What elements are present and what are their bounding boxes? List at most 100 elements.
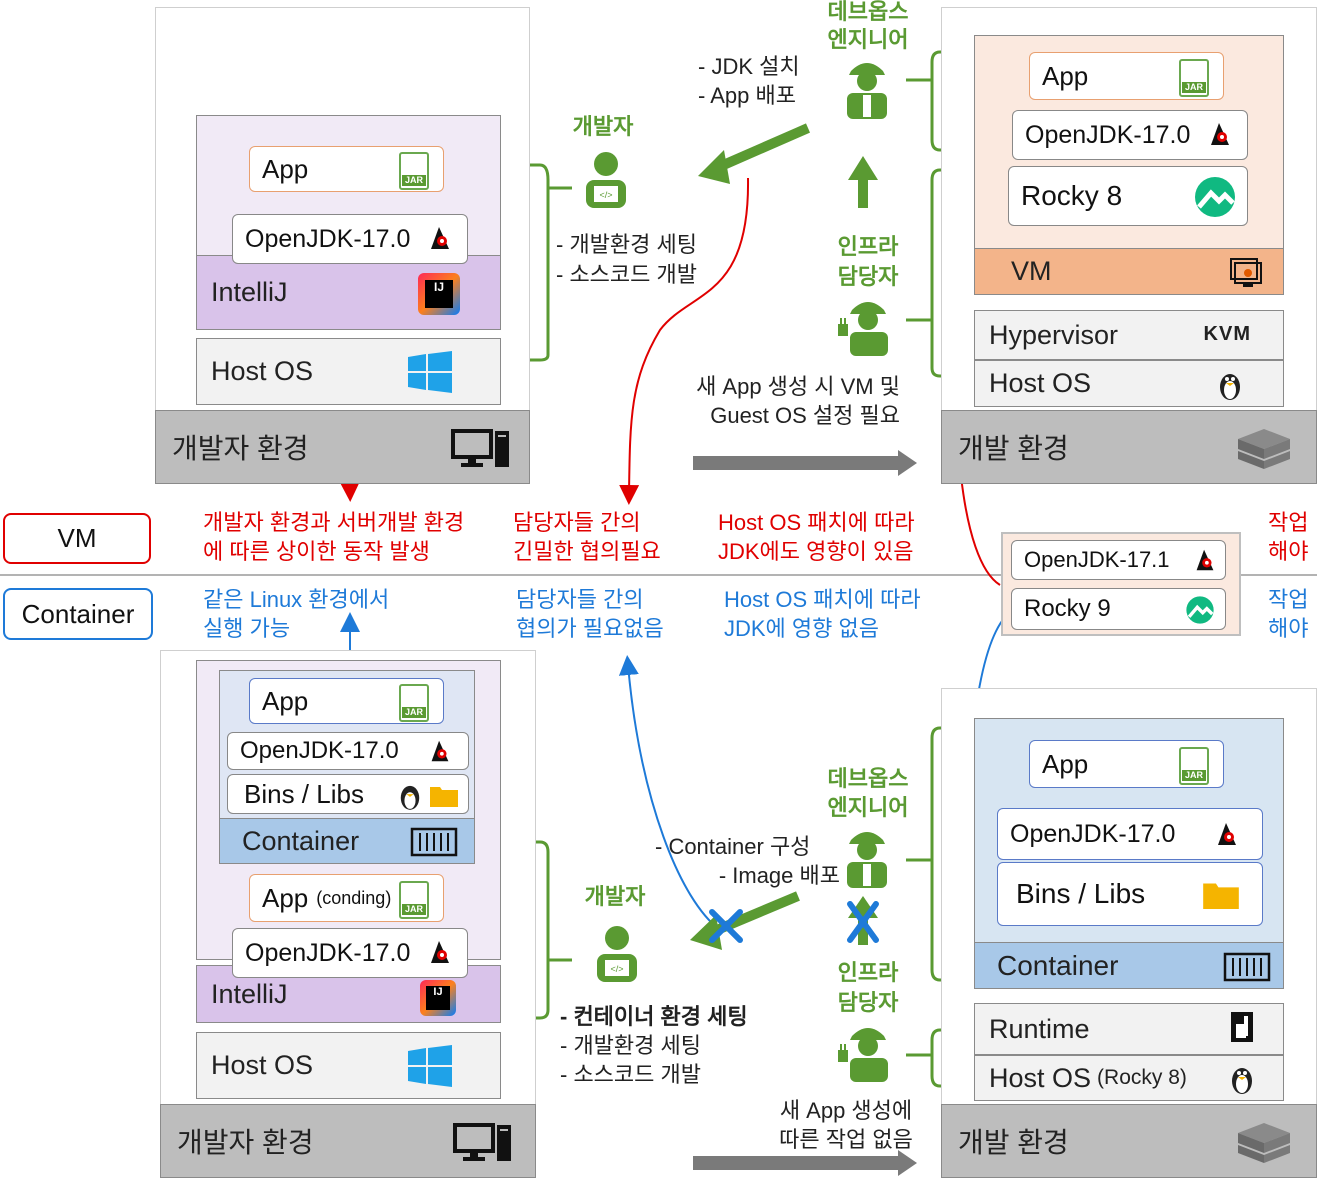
developer-icon: </> [586,152,626,208]
java-duke-icon [431,227,449,249]
server-stack-icon [1238,429,1290,469]
vm-server-env-bar: 개발 환경 [941,410,1317,484]
java-duke-icon [431,740,449,762]
c-server-container: Container [974,942,1284,989]
vm-issue-4-line2: 해야 [1268,539,1309,564]
container-benefit-2-line2: 협의가 필요없음 [516,616,664,641]
container-benefit-3-line1: Host OS 패치에 따라 [724,587,921,612]
vm-issue-1-line2: 에 따른 상이한 동작 발생 [203,539,430,564]
c-dev-libs: Bins / Libs [227,774,469,814]
c-dev-app: App JAR [249,678,444,724]
vm-developer-title: 개발자 [572,114,634,139]
vm-dev-task1: - 개발환경 세팅 [556,232,697,257]
vm-dev-app: App JAR [249,146,444,192]
windows-icon [408,1045,452,1087]
vm-issue-1-line1: 개발자 환경과 서버개발 환경 [203,510,465,535]
vm-note-line1: 새 App 생성 시 VM 및 [696,374,900,399]
engineer-icon [847,63,887,119]
vm-dev-task2: - 소스코드 개발 [556,262,697,287]
rocky-linux-icon [1186,596,1214,624]
c-dev-task1: - 개발환경 세팅 [560,1033,701,1058]
c-infra-title1: 인프라 [837,960,899,985]
c-devops-title1: 데브옵스 [827,766,909,791]
container-benefit-4-line1: 작업 [1268,587,1309,612]
c-server-jdk: OpenJDK-17.0 [997,808,1263,860]
vm-dev-hostos: Host OS [196,338,501,405]
vm-dev-jdk: OpenJDK-17.0 [232,214,468,264]
c-server-app: App JAR [1029,740,1224,788]
c-server-env-bar: 개발 환경 [941,1104,1317,1178]
vm-tag: VM [3,513,151,564]
java-duke-icon [1196,549,1214,571]
vm-devops-task1: - JDK 설치 [698,54,800,79]
c-devops-title2: 엔지니어 [827,795,909,820]
blue-arrow-collab [618,655,721,931]
infra-worker-icon [838,1028,888,1082]
container-benefit-4-line2: 해야 [1268,616,1309,641]
red-arrow-collab [619,177,750,505]
vm-issue-3-line1: Host OS 패치에 따라 [718,510,915,535]
rocky-linux-icon [1195,177,1235,217]
devops-to-dev-arrow [709,123,811,175]
c-note-line2: 따른 작업 없음 [779,1127,913,1152]
dev-bracket [512,163,550,362]
kvm-logo: KVM [1203,323,1251,345]
jar-icon: JAR [1179,747,1209,785]
container-icon [1223,952,1271,982]
c-dev-hostos: Host OS [196,1032,501,1099]
windows-icon [408,351,452,393]
infra-bracket-c [930,1028,965,1088]
containerd-icon [1231,1012,1253,1042]
container-tag: Container [3,588,153,640]
server-stack-icon [1238,1123,1290,1163]
dev-bracket-c [512,840,550,1020]
engineer-icon [847,832,887,888]
vm-dev-intellij: IntelliJ IJ [196,255,501,330]
c-dev-task2: - 소스코드 개발 [560,1062,701,1087]
java-duke-icon [1218,823,1236,845]
vm-dev-env-bar: 개발자 환경 [155,410,530,484]
vm-note-line2: Guest OS 설정 필요 [710,403,900,428]
c-dev-env-bar: 개발자 환경 [160,1104,536,1178]
c-server-hostos: Host OS (Rocky 8) [974,1055,1284,1101]
c-devops-task2: - Image 배포 [718,863,840,888]
vm-hypervisor: Hypervisor KVM [974,310,1284,360]
container-benefit-1-line2: 실행 가능 [203,616,291,641]
blocked-x-2 [847,901,879,943]
svg-text:</>: </> [599,190,612,200]
vm-infra-title1: 인프라 [837,234,899,259]
c-server-runtime: Runtime [974,1003,1284,1055]
infra-worker-icon [838,302,888,356]
c-note-line1: 새 App 생성에 [779,1098,913,1123]
jar-icon: JAR [399,152,429,190]
vm-server-app: App JAR [1029,52,1224,100]
folder-icon [1203,883,1239,909]
linux-tux-icon [1220,374,1240,400]
vm-devops-task2: - App 배포 [698,83,796,108]
intellij-icon: IJ [418,273,460,315]
vm-layer: VM [974,248,1284,295]
c-developer-title: 개발자 [584,884,646,909]
popup-rocky: Rocky 9 [1011,588,1226,630]
vm-icon [1230,258,1262,287]
container-benefit-2-line1: 담당자들 간의 [516,587,644,612]
vm-devops-title2: 엔지니어 [827,27,909,52]
jar-icon: JAR [399,881,429,919]
jar-icon: JAR [1179,59,1209,97]
c-infra-title2: 담당자 [837,990,899,1015]
jar-icon: JAR [399,684,429,722]
container-icon [410,827,458,857]
devops-bracket-c [930,726,965,982]
intellij-icon: IJ [420,980,456,1016]
container-benefit-3-line2: JDK에 영향 없음 [724,616,879,641]
desktop-icon [453,1123,511,1161]
vm-server-rocky: Rocky 8 [1008,166,1248,226]
developer-icon: </> [597,926,637,982]
java-duke-icon [1211,123,1229,145]
popup-jdk: OpenJDK-17.1 [1011,540,1226,580]
vm-server-hostos: Host OS [974,360,1284,407]
java-duke-icon [431,941,449,963]
linux-tux-icon [1232,1068,1252,1094]
vm-devops-title1: 데브옵스 [827,0,909,24]
